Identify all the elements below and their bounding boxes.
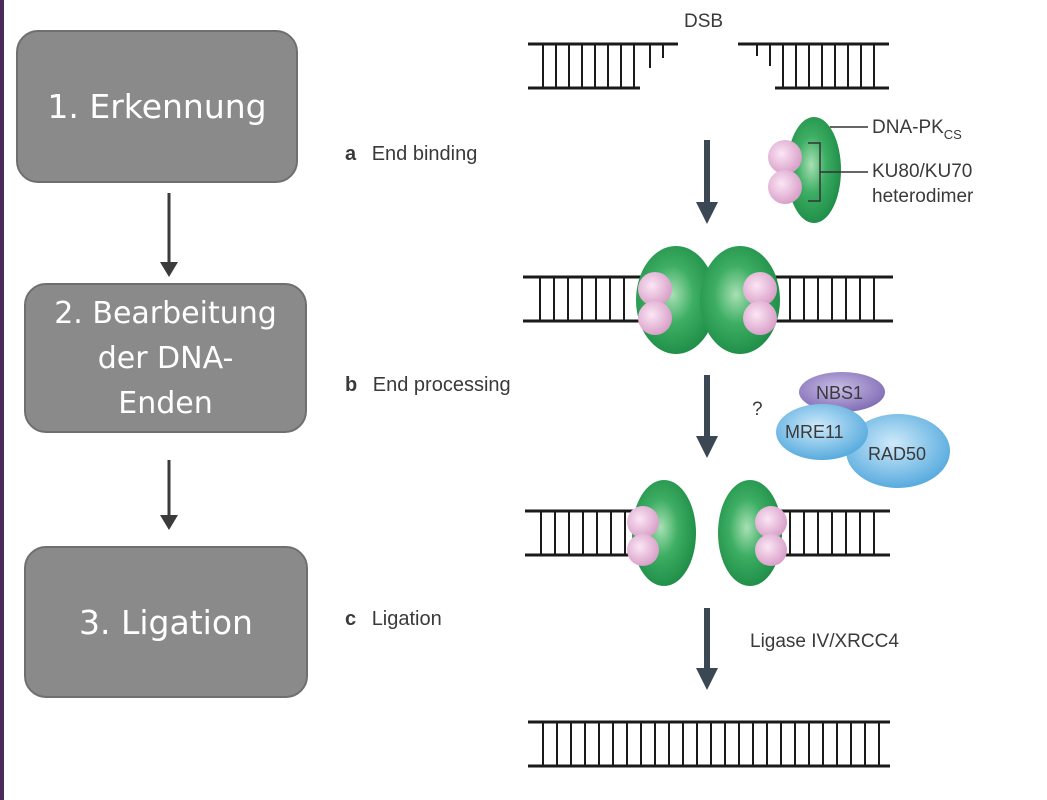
- step-label: 3. Ligation: [79, 602, 253, 642]
- mre11-label: MRE11: [785, 422, 844, 442]
- rad50-label: RAD50: [868, 444, 926, 464]
- step-label: 2. Bearbeitung der DNA- Enden: [54, 291, 277, 426]
- protein-complex-processed: [627, 480, 787, 586]
- stage-letter: c: [345, 608, 356, 630]
- legend-protein: [768, 117, 868, 223]
- dna-pk-label: DNA-PKCS: [872, 117, 962, 142]
- step-label-line: Enden: [118, 385, 213, 421]
- dsb-label: DSB: [684, 11, 723, 32]
- step-label-line: 2. Bearbeitung: [54, 295, 277, 331]
- dna-processed: [525, 509, 890, 557]
- svg-text:a End binding: a End binding: [345, 143, 477, 165]
- step-box-ligation: 3. Ligation: [24, 546, 308, 698]
- ligase-label: Ligase IV/XRCC4: [750, 631, 899, 652]
- question-mark: ?: [752, 399, 763, 420]
- stage-text: End binding: [372, 143, 478, 165]
- nbs1-label: NBS1: [816, 383, 863, 403]
- stage-letter: b: [345, 374, 357, 396]
- flow-arrow: [160, 460, 178, 530]
- process-arrow: [696, 140, 718, 224]
- process-arrow: [696, 375, 718, 458]
- step-label: 1. Erkennung: [47, 87, 267, 126]
- svg-text:b End processing: b End processing: [345, 374, 511, 396]
- slide-edge-bar: [0, 0, 4, 800]
- svg-text:c Ligation: c Ligation: [345, 608, 442, 630]
- ku-label-2: heterodimer: [872, 186, 974, 207]
- flow-arrow: [160, 193, 178, 277]
- dna-repaired: [528, 720, 890, 768]
- mrn-complex: [776, 372, 950, 488]
- step-box-bearbeitung: 2. Bearbeitung der DNA- Enden: [24, 283, 307, 433]
- stage-text: End processing: [373, 374, 511, 396]
- stage-letter: a: [345, 143, 357, 165]
- process-arrow: [696, 608, 718, 690]
- ku-label: KU80/KU70: [872, 161, 972, 182]
- stage-text: Ligation: [372, 608, 442, 630]
- dna-broken: [528, 42, 889, 90]
- step-box-erkennung: 1. Erkennung: [16, 30, 298, 183]
- protein-complex-bound: [636, 246, 780, 354]
- step-label-line: der DNA-: [97, 340, 234, 376]
